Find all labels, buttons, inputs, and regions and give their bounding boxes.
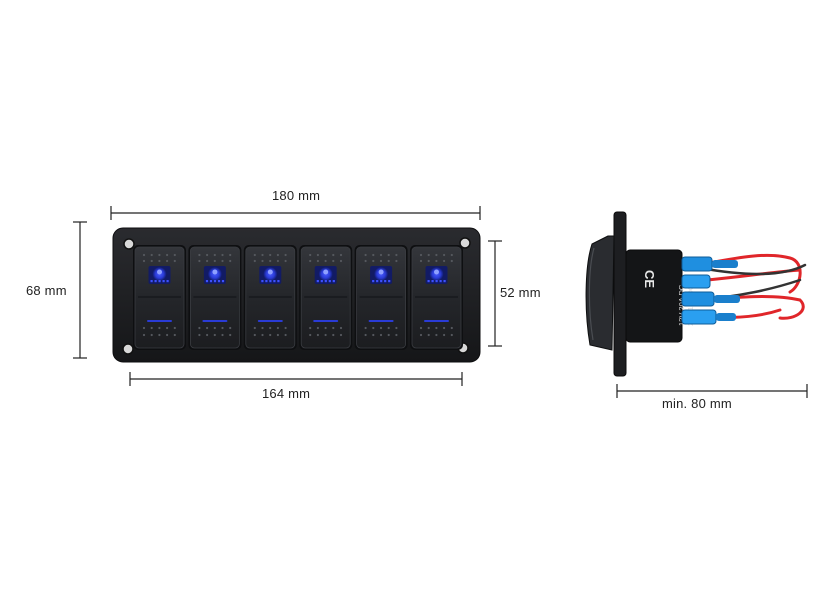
led-strip	[368, 320, 394, 322]
switch-side-view: CE 12V 20A DC 24V 10A DC	[585, 211, 807, 377]
rocker-switch[interactable]	[299, 245, 353, 350]
led-indicator-icon	[425, 266, 448, 284]
led-indicator-icon	[148, 266, 171, 284]
rating-line-1: 12V 20A DC	[677, 284, 686, 326]
rocker-switch[interactable]	[410, 245, 463, 350]
led-indicator-icon	[203, 266, 226, 284]
rocker-switch[interactable]	[133, 245, 186, 350]
rocker-switch[interactable]	[243, 245, 297, 350]
dimension-height-line	[73, 221, 87, 359]
rocker-switches	[133, 245, 463, 350]
led-strip	[257, 320, 283, 322]
inner-height-dimension-label: 52 mm	[500, 285, 541, 300]
ce-mark: CE	[642, 270, 657, 288]
width-dimension-label: 180 mm	[272, 188, 321, 203]
depth-dimension-label: min. 80 mm	[662, 396, 732, 411]
led-strip	[202, 320, 228, 322]
switch-panel-front-view	[112, 227, 481, 363]
rocker-switch[interactable]	[354, 245, 408, 350]
rocker-switch[interactable]	[188, 245, 242, 350]
inner-width-dimension-label: 164 mm	[262, 386, 311, 401]
led-strip	[313, 320, 339, 322]
dimension-inner-width-line	[129, 372, 463, 386]
led-indicator-icon	[314, 266, 337, 284]
panel-flange	[613, 211, 627, 377]
rocker-cap-side	[585, 235, 615, 351]
height-dimension-label: 68 mm	[26, 283, 67, 298]
led-strip	[424, 320, 449, 322]
led-indicator-icon	[370, 266, 393, 284]
led-indicator-icon	[259, 266, 282, 284]
switch-body	[625, 249, 683, 343]
led-strip	[147, 320, 172, 322]
dimension-inner-height-line	[488, 240, 502, 347]
dimension-depth-line	[616, 384, 808, 398]
blue-terminals	[681, 256, 740, 325]
dimension-width-line	[110, 206, 481, 220]
